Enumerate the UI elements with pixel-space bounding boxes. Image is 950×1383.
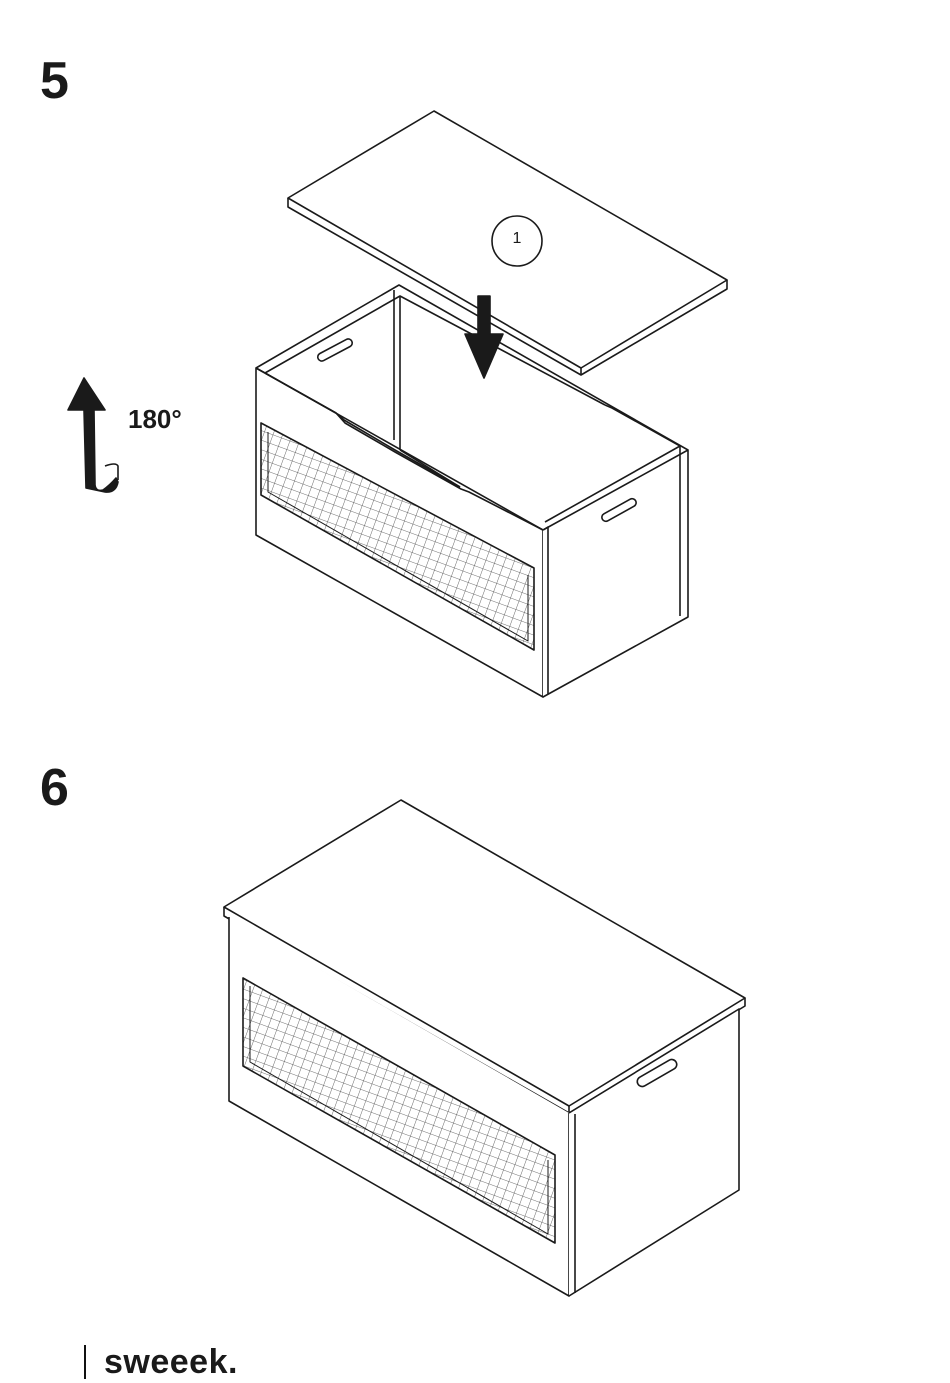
brand-name: sweeek.: [104, 1343, 238, 1382]
rotate-arrow-icon: [68, 378, 118, 492]
rotation-label: 180°: [128, 404, 182, 435]
part-callout-label: 1: [507, 230, 527, 248]
brand-logo: sweeek.: [84, 1344, 238, 1380]
box-assembled: [224, 800, 745, 1296]
brand-divider: [84, 1345, 86, 1379]
